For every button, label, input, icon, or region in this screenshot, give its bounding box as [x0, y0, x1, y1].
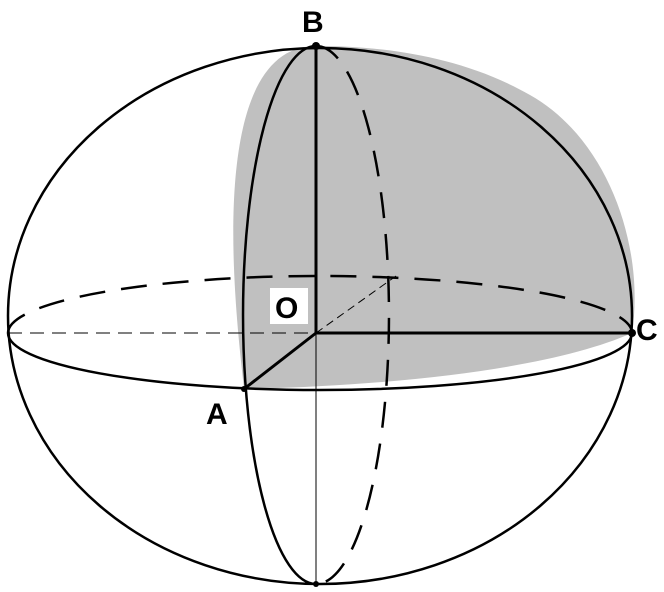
shaded-octant-region [233, 46, 635, 389]
label-o: O [275, 292, 298, 325]
label-c: C [636, 314, 658, 347]
meridian-back-arc [315, 44, 391, 586]
equator-front-arc [6, 332, 634, 392]
label-a: A [206, 398, 228, 431]
sphere-outline [6, 46, 634, 586]
point-bottom-dot [313, 581, 319, 587]
label-b: B [302, 6, 324, 39]
meridian-front-arc [241, 44, 317, 586]
back-axis-thin [315, 275, 397, 334]
equator-back-arc [6, 274, 634, 334]
point-c-dot [628, 329, 636, 337]
point-b-dot [312, 42, 320, 50]
label-o-background [270, 288, 308, 324]
radius-oa [243, 331, 317, 391]
point-a-dot [241, 386, 247, 392]
